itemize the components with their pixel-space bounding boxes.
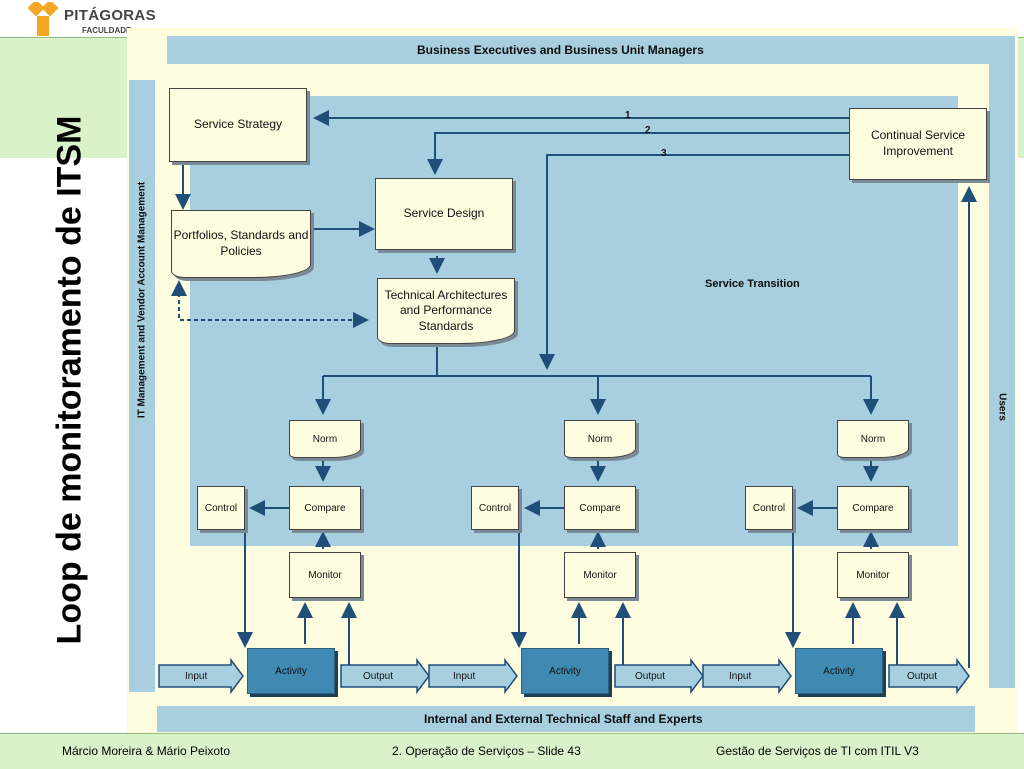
service-transition-label: Service Transition (705, 278, 800, 290)
connector-lines (158, 110, 977, 695)
footer-course: Gestão de Serviços de TI com ITIL V3 (716, 744, 919, 758)
input-label-1: Input (185, 671, 208, 682)
activity-box-3: Activity (795, 648, 883, 694)
output-label-3: Output (907, 671, 938, 682)
slide-title-wrapper: Loop de monitoramento de ITSM (50, 70, 90, 690)
activity-box-1: Activity (247, 648, 335, 694)
compare-box-1: Compare (289, 486, 361, 530)
header-band (0, 38, 127, 158)
bottom-band (157, 706, 975, 732)
service-design-box: Service Design (375, 178, 513, 250)
control-box-1: Control (197, 486, 245, 530)
monitor-box-1: Monitor (289, 552, 361, 598)
compare-box-2: Compare (564, 486, 636, 530)
monitor-box-3: Monitor (837, 552, 909, 598)
left-band (129, 80, 155, 692)
norm-box-2: Norm (564, 420, 636, 458)
monitor-box-2: Monitor (564, 552, 636, 598)
norm-box-3: Norm (837, 420, 909, 458)
control-box-2: Control (471, 486, 519, 530)
input-label-3: Input (729, 671, 752, 682)
service-strategy-box: Service Strategy (169, 88, 307, 162)
control-box-3: Control (745, 486, 793, 530)
logo-icon (27, 0, 59, 36)
compare-box-3: Compare (837, 486, 909, 530)
right-band (989, 64, 1015, 688)
footer-slide: 2. Operação de Serviços – Slide 43 (392, 744, 581, 758)
footer: Márcio Moreira & Mário Peixoto 2. Operaç… (0, 733, 1024, 769)
norm-box-1: Norm (289, 420, 361, 458)
output-label-1: Output (363, 671, 394, 682)
activity-box-2: Activity (521, 648, 609, 694)
csi-box: Continual Service Improvement (849, 108, 987, 180)
arrow-label-2: 2 (645, 125, 651, 136)
arrow-label-3: 3 (661, 148, 667, 159)
arrow-label-1: 1 (625, 110, 631, 121)
portfolios-box: Portfolios, Standards and Policies (171, 210, 311, 278)
top-band-label: Business Executives and Business Unit Ma… (417, 43, 704, 57)
slide-title: Loop de monitoramento de ITSM (50, 115, 89, 645)
bottom-band-label: Internal and External Technical Staff an… (424, 712, 703, 726)
footer-authors: Márcio Moreira & Mário Peixoto (62, 744, 231, 758)
input-label-2: Input (453, 671, 476, 682)
tech-arch-box: Technical Architectures and Performance … (377, 278, 515, 344)
header-band-right (1014, 38, 1024, 158)
logo-sub: FACULDADE (82, 26, 132, 35)
itsm-diagram: Business Executives and Business Unit Ma… (127, 28, 1018, 733)
top-band (167, 36, 1015, 64)
output-label-2: Output (635, 671, 666, 682)
faculty-logo: PITÁGORAS FACULDADE (26, 0, 166, 38)
logo-name: PITÁGORAS (64, 7, 156, 24)
